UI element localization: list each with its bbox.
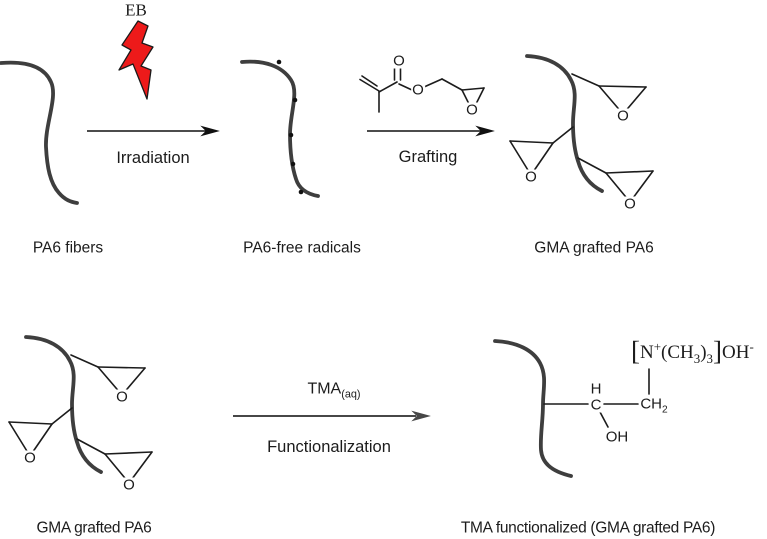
- epoxide-oxygen-label: O: [23, 449, 37, 467]
- tma-structure: [493, 339, 650, 478]
- grafting-arrow: [367, 125, 495, 137]
- caption-gma-grafted-top: GMA grafted PA6: [534, 239, 654, 257]
- epoxide-oxygen-label: O: [122, 476, 136, 494]
- epoxide-oxygen-label: O: [623, 195, 637, 213]
- pa6-radicals-curve: [240, 59, 320, 198]
- caption-tma-functionalized: TMA functionalized (GMA grafted PA6): [460, 519, 716, 537]
- epoxide-oxygen-label: O: [465, 101, 479, 119]
- grafting-label: Grafting: [398, 147, 458, 166]
- tma-aq-label: TMA(aq): [307, 380, 361, 401]
- ch2-label: CH2: [639, 395, 669, 416]
- ester-oxygen-label: O: [411, 81, 425, 99]
- caption-gma-grafted-bottom: GMA grafted PA6: [36, 519, 152, 537]
- lightning-bolt-icon: [118, 20, 154, 100]
- caption-pa6-free-radicals: PA6-free radicals: [243, 239, 361, 257]
- irradiation-label: Irradiation: [116, 148, 190, 167]
- epoxide-oxygen-label: O: [616, 107, 630, 125]
- radical-dots: [276, 59, 304, 195]
- hydroxyl-label: OH: [604, 428, 630, 446]
- functionalization-arrow: [233, 410, 431, 422]
- functionalization-label: Functionalization: [267, 437, 391, 456]
- caption-pa6-fibers: PA6 fibers: [32, 239, 104, 257]
- epoxide-oxygen-label: O: [524, 168, 538, 186]
- epoxide-oxygen-label: O: [115, 388, 129, 406]
- carbon-label: C: [589, 396, 603, 414]
- eb-label: EB: [125, 0, 147, 20]
- quaternary-ammonium-label: [N+(CH3)3]OH-: [631, 336, 754, 367]
- irradiation-arrow: [87, 125, 220, 137]
- carbonyl-oxygen-label: O: [392, 52, 406, 70]
- gma-molecule: [359, 66, 485, 113]
- hydrogen-label: H: [589, 380, 603, 398]
- pa6-fiber-curve: [0, 60, 79, 205]
